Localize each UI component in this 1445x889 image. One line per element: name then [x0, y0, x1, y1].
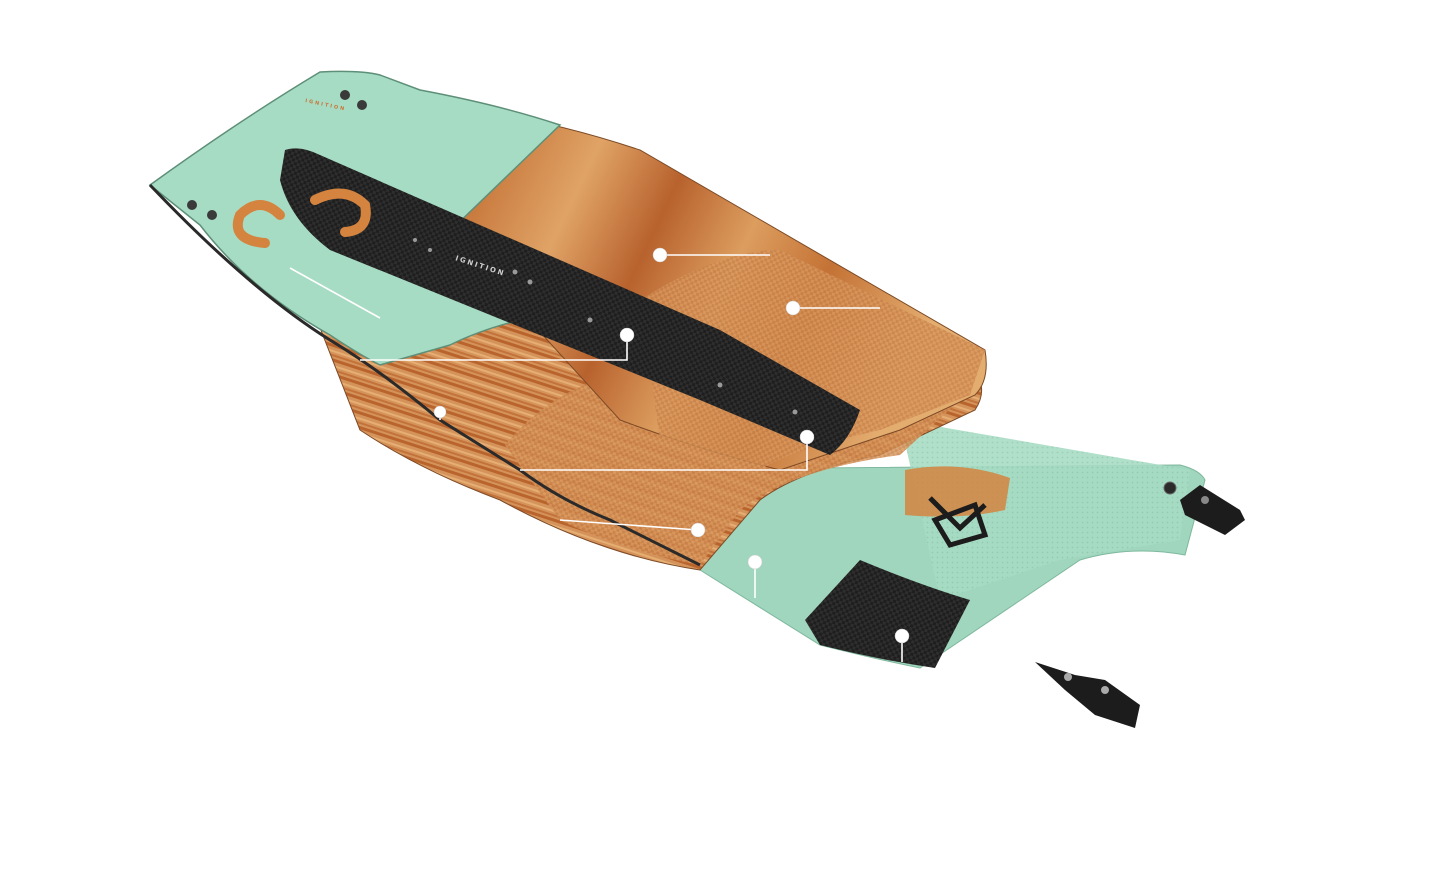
bottom-carbon-tip — [805, 560, 970, 668]
callout-lines — [289, 254, 903, 662]
callout-2[interactable] — [785, 300, 801, 316]
callout-dots — [433, 247, 910, 644]
carbon-stringer — [280, 148, 860, 456]
callout-4[interactable] — [799, 429, 815, 445]
bottom-dot-graphic — [900, 420, 1190, 600]
top-logo-icon — [232, 188, 371, 248]
callout-6[interactable] — [690, 522, 706, 538]
top-sheet-rail — [148, 183, 701, 567]
callout-1[interactable] — [652, 247, 668, 263]
callout-5[interactable] — [433, 405, 447, 419]
stringer-inserts — [413, 238, 798, 415]
callout-7[interactable] — [747, 554, 763, 570]
loose-fin-icon — [1035, 662, 1140, 728]
callout-8[interactable] — [894, 628, 910, 644]
callout-3[interactable] — [619, 327, 635, 343]
fin-icon — [1163, 481, 1245, 535]
wood-core-upper-weave — [640, 250, 985, 470]
bottom-frame-mark — [931, 501, 989, 548]
top-screws — [187, 90, 367, 220]
